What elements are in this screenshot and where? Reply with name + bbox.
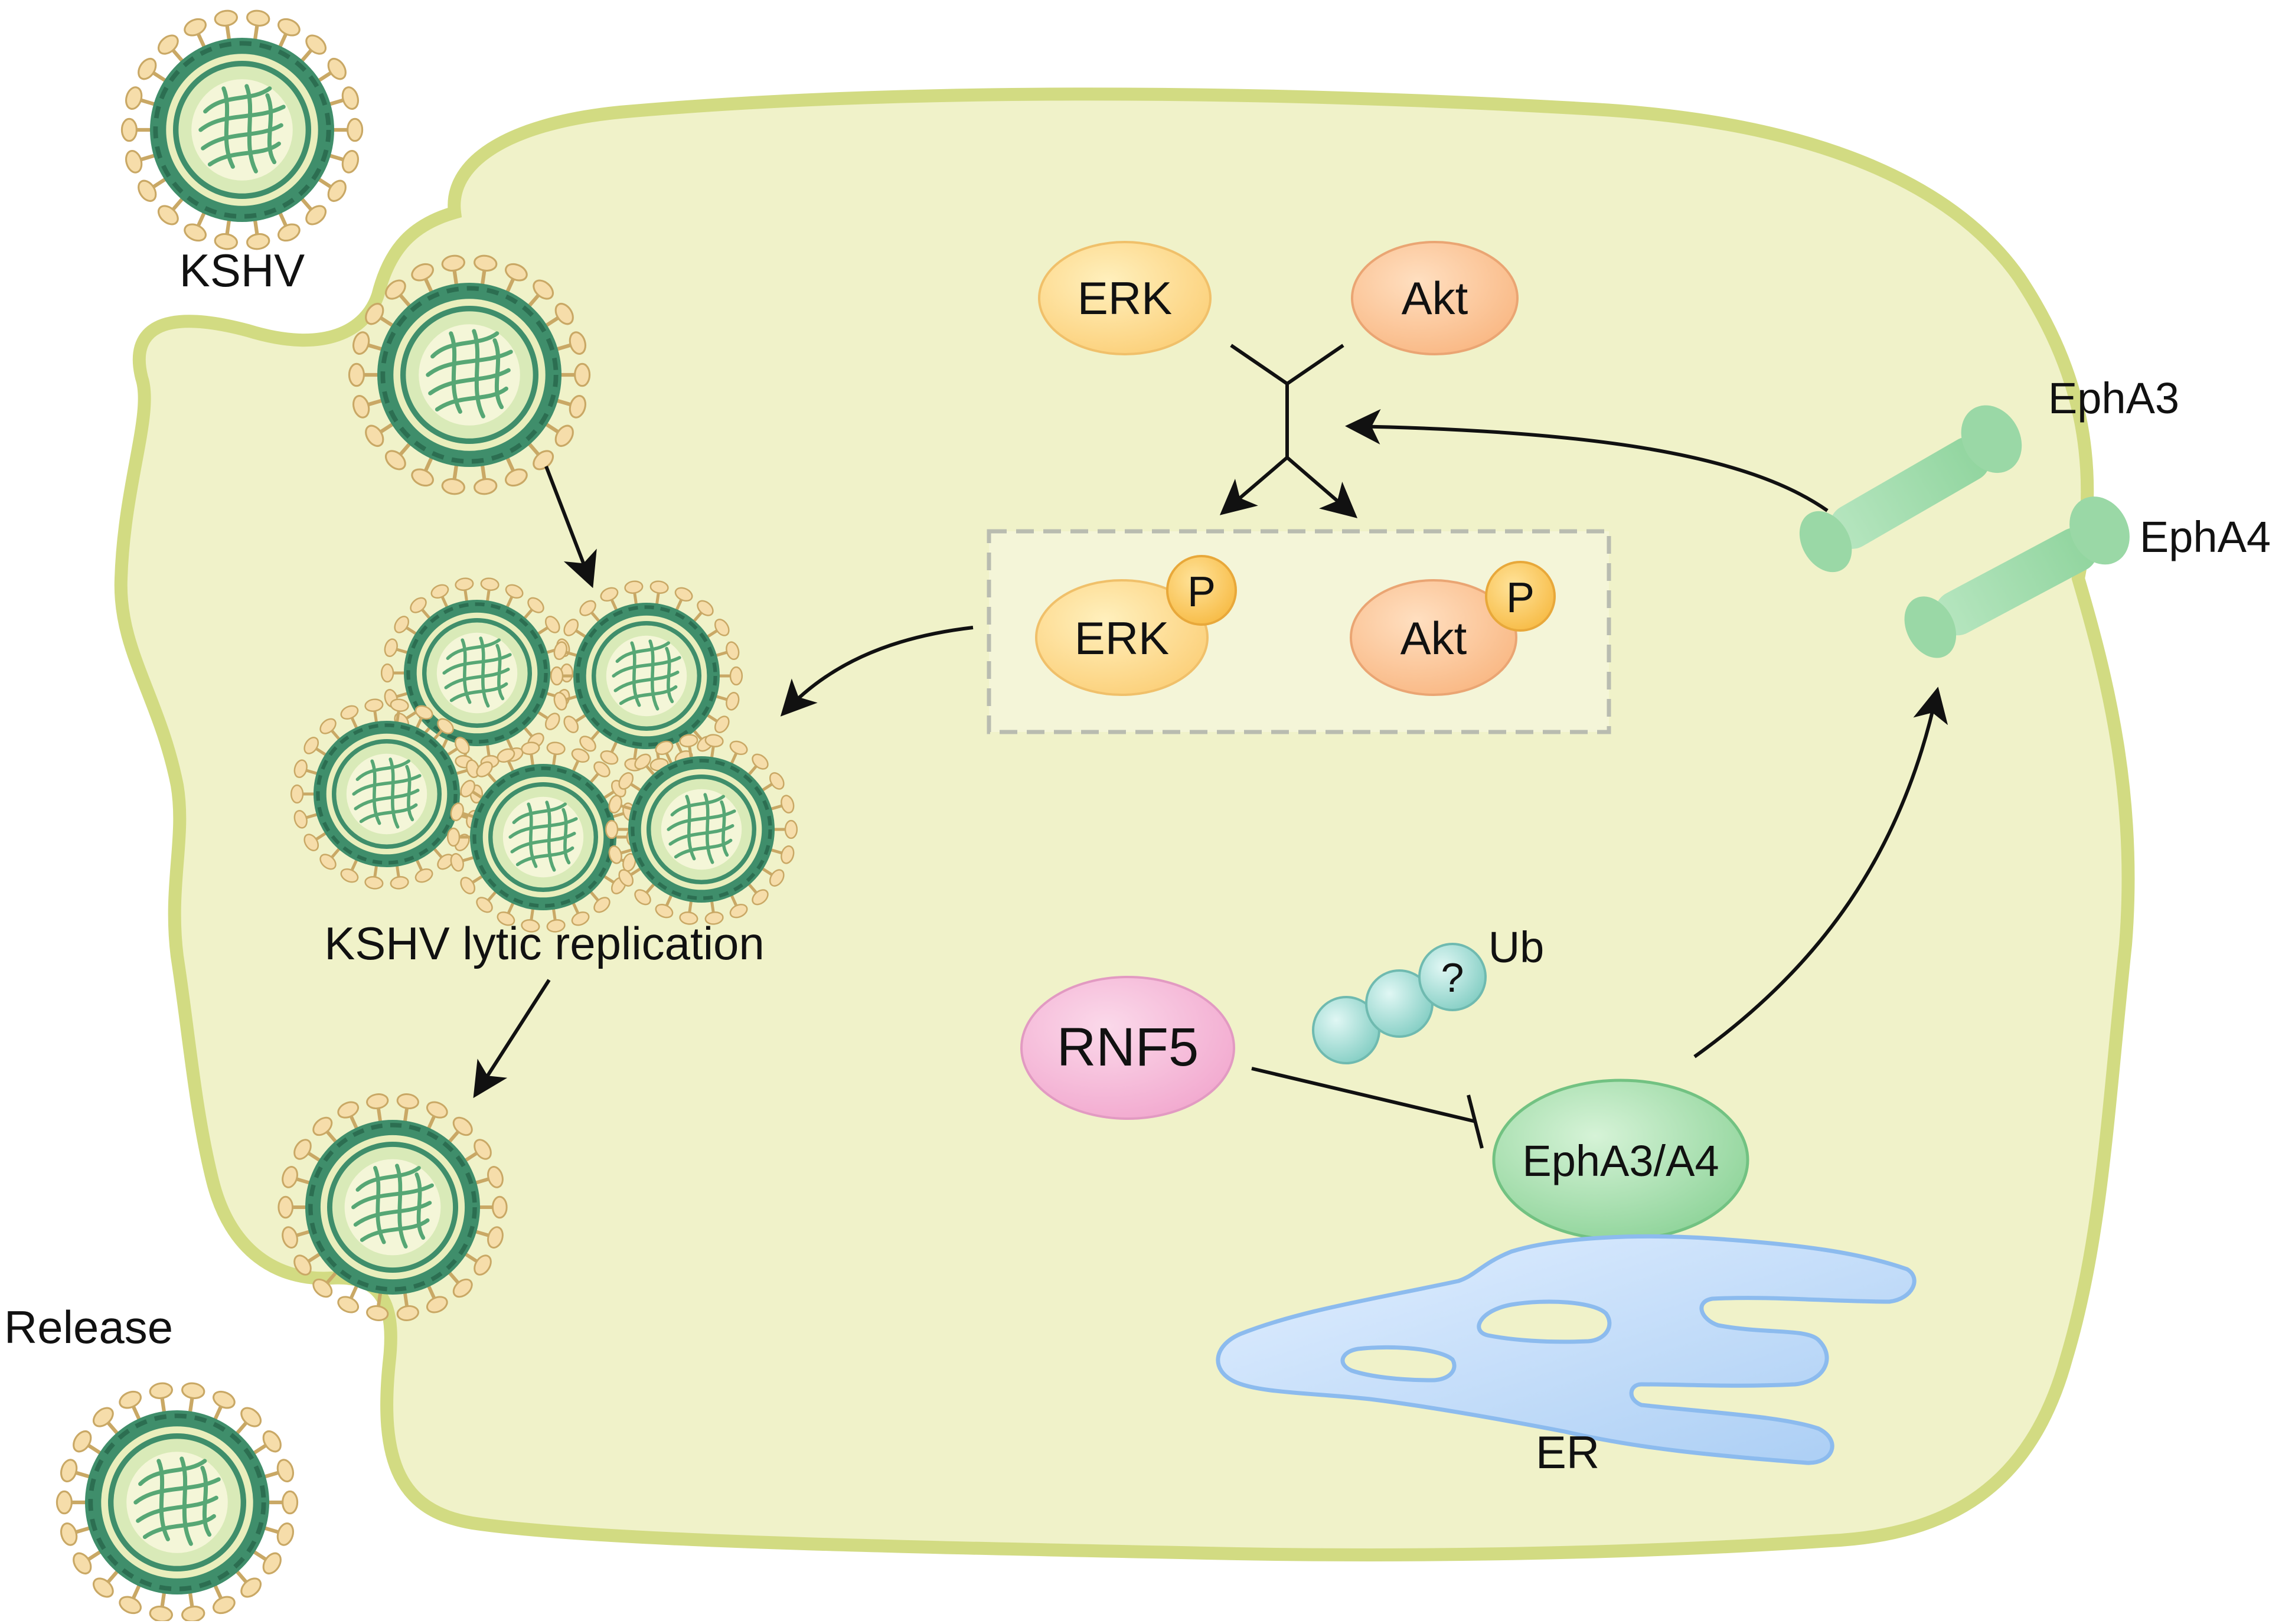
akt-phosphate xyxy=(1485,561,1556,632)
epha3-a4-label: EphA3/A4 xyxy=(1522,1136,1719,1185)
akt-node: Akt xyxy=(1351,241,1519,355)
erk-node: ERK xyxy=(1038,241,1212,355)
ub-question-mark: ? xyxy=(1441,955,1464,1001)
epha3-receptor xyxy=(1799,405,2022,573)
arrow-entry-to-replication xyxy=(544,465,597,589)
rnf5-node: RNF5 xyxy=(1020,976,1235,1120)
erk-phosphorylated-node: ERK P xyxy=(1035,555,1237,696)
release-label: Release xyxy=(4,1301,173,1353)
akt-label: Akt xyxy=(1402,272,1468,324)
erk-label: ERK xyxy=(1078,272,1172,324)
epha4-receptor xyxy=(1904,496,2130,658)
erk-phosphate xyxy=(1166,555,1237,626)
arrow-epha-to-membrane xyxy=(1693,687,1948,1058)
rnf5-label: RNF5 xyxy=(1057,1017,1199,1077)
kshv-virus-released xyxy=(57,1382,297,1621)
epha3-label: EphA3 xyxy=(2048,374,2179,423)
epha4-label: EphA4 xyxy=(2140,512,2271,561)
akt-p-label: Akt xyxy=(1400,612,1467,664)
kshv-label: KSHV xyxy=(179,244,305,296)
kshv-virus-top xyxy=(122,9,362,250)
phosphorylation-connector xyxy=(1219,344,1358,518)
erk-p-label: ERK xyxy=(1075,612,1169,664)
arrow-replication-to-release xyxy=(473,979,551,1099)
akt-phosphorylated-node: Akt P xyxy=(1350,561,1556,696)
epha3-a4-node: EphA3/A4 xyxy=(1492,1079,1749,1241)
arrow-receptors-to-kinases xyxy=(1345,409,1829,512)
erk-p-symbol: P xyxy=(1187,568,1216,616)
kshv-lytic-replication-label: KSHV lytic replication xyxy=(324,917,765,969)
endoplasmic-reticulum xyxy=(1216,1234,1917,1465)
inhibition-rnf5-epha xyxy=(1251,1067,1484,1149)
ubiquitin-chain: ? xyxy=(1312,943,1487,1064)
akt-p-symbol: P xyxy=(1506,574,1535,622)
er-label: ER xyxy=(1536,1426,1599,1478)
ub-label: Ub xyxy=(1488,923,1545,972)
arrow-erk-akt-to-replication xyxy=(780,626,974,717)
